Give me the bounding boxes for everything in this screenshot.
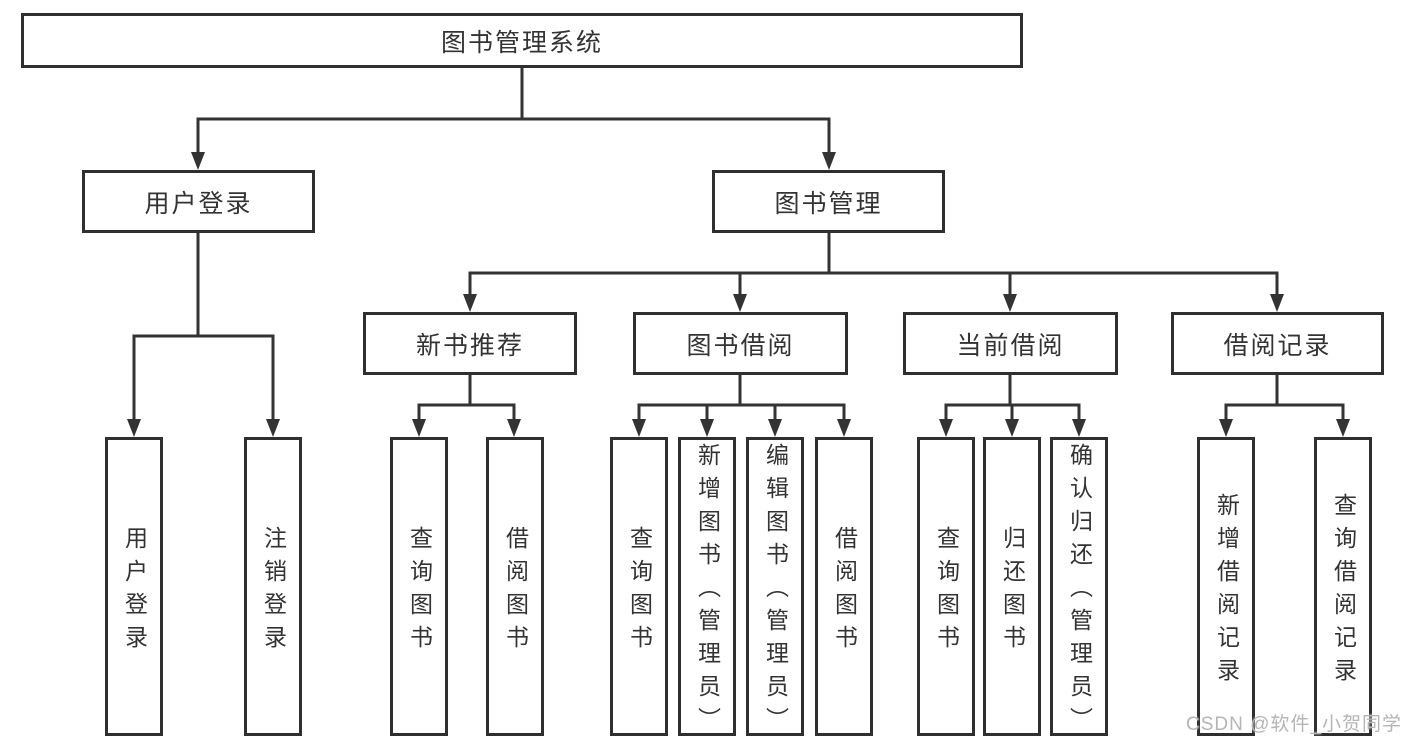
leaf-label: 注销登录 bbox=[260, 525, 287, 658]
leaf-label: 查询借阅记录 bbox=[1330, 492, 1357, 691]
leaf-label: 借阅图书 bbox=[502, 525, 529, 658]
node-book-borrow: 图书借阅 bbox=[633, 312, 848, 375]
leaf-label: 查询图书 bbox=[406, 525, 433, 658]
node-borrow-records-label: 借阅记录 bbox=[1223, 331, 1332, 360]
node-borrow-records: 借阅记录 bbox=[1171, 312, 1384, 375]
leaf-confirm-return-admin: 确认归还（管理员） bbox=[1050, 437, 1108, 740]
leaf-borrow-books-1: 借阅图书 bbox=[486, 437, 544, 736]
leaf-label: 归还图书 bbox=[999, 525, 1026, 658]
node-new-book-recommend-label: 新书推荐 bbox=[415, 331, 524, 360]
leaf-user-login: 用户登录 bbox=[105, 437, 163, 736]
leaf-add-borrow-record: 新增借阅记录 bbox=[1197, 437, 1255, 736]
leaf-label: 新增图书（管理员） bbox=[694, 443, 721, 740]
node-user-login-label: 用户登录 bbox=[144, 189, 253, 218]
leaf-label: 确认归还（管理员） bbox=[1066, 443, 1093, 740]
watermark: CSDN @软件_小贺同学 bbox=[1186, 714, 1402, 735]
node-new-book-recommend: 新书推荐 bbox=[363, 312, 577, 375]
leaf-label: 查询图书 bbox=[626, 525, 653, 658]
node-user-login: 用户登录 bbox=[82, 170, 315, 233]
leaf-label: 借阅图书 bbox=[831, 525, 858, 658]
node-book-management: 图书管理 bbox=[712, 170, 945, 233]
leaf-query-books-2: 查询图书 bbox=[610, 437, 668, 736]
leaf-label: 用户登录 bbox=[121, 525, 148, 658]
leaf-label: 编辑图书（管理员） bbox=[762, 443, 789, 740]
leaf-query-books-3: 查询图书 bbox=[917, 437, 975, 736]
node-current-borrow-label: 当前借阅 bbox=[956, 331, 1065, 360]
node-book-management-label: 图书管理 bbox=[774, 189, 883, 218]
node-book-borrow-label: 图书借阅 bbox=[686, 331, 795, 360]
node-root-label: 图书管理系统 bbox=[440, 28, 603, 57]
leaf-edit-books-admin: 编辑图书（管理员） bbox=[746, 437, 804, 740]
node-current-borrow: 当前借阅 bbox=[903, 312, 1118, 375]
leaf-query-books-1: 查询图书 bbox=[390, 437, 448, 736]
leaf-add-books-admin: 新增图书（管理员） bbox=[678, 437, 736, 740]
leaf-query-borrow-record: 查询借阅记录 bbox=[1314, 437, 1372, 736]
leaf-logout: 注销登录 bbox=[244, 437, 302, 736]
node-root: 图书管理系统 bbox=[21, 13, 1023, 68]
leaf-return-books: 归还图书 bbox=[983, 437, 1041, 736]
leaf-label: 新增借阅记录 bbox=[1213, 492, 1240, 691]
leaf-label: 查询图书 bbox=[933, 525, 960, 658]
leaf-borrow-books-2: 借阅图书 bbox=[815, 437, 873, 736]
